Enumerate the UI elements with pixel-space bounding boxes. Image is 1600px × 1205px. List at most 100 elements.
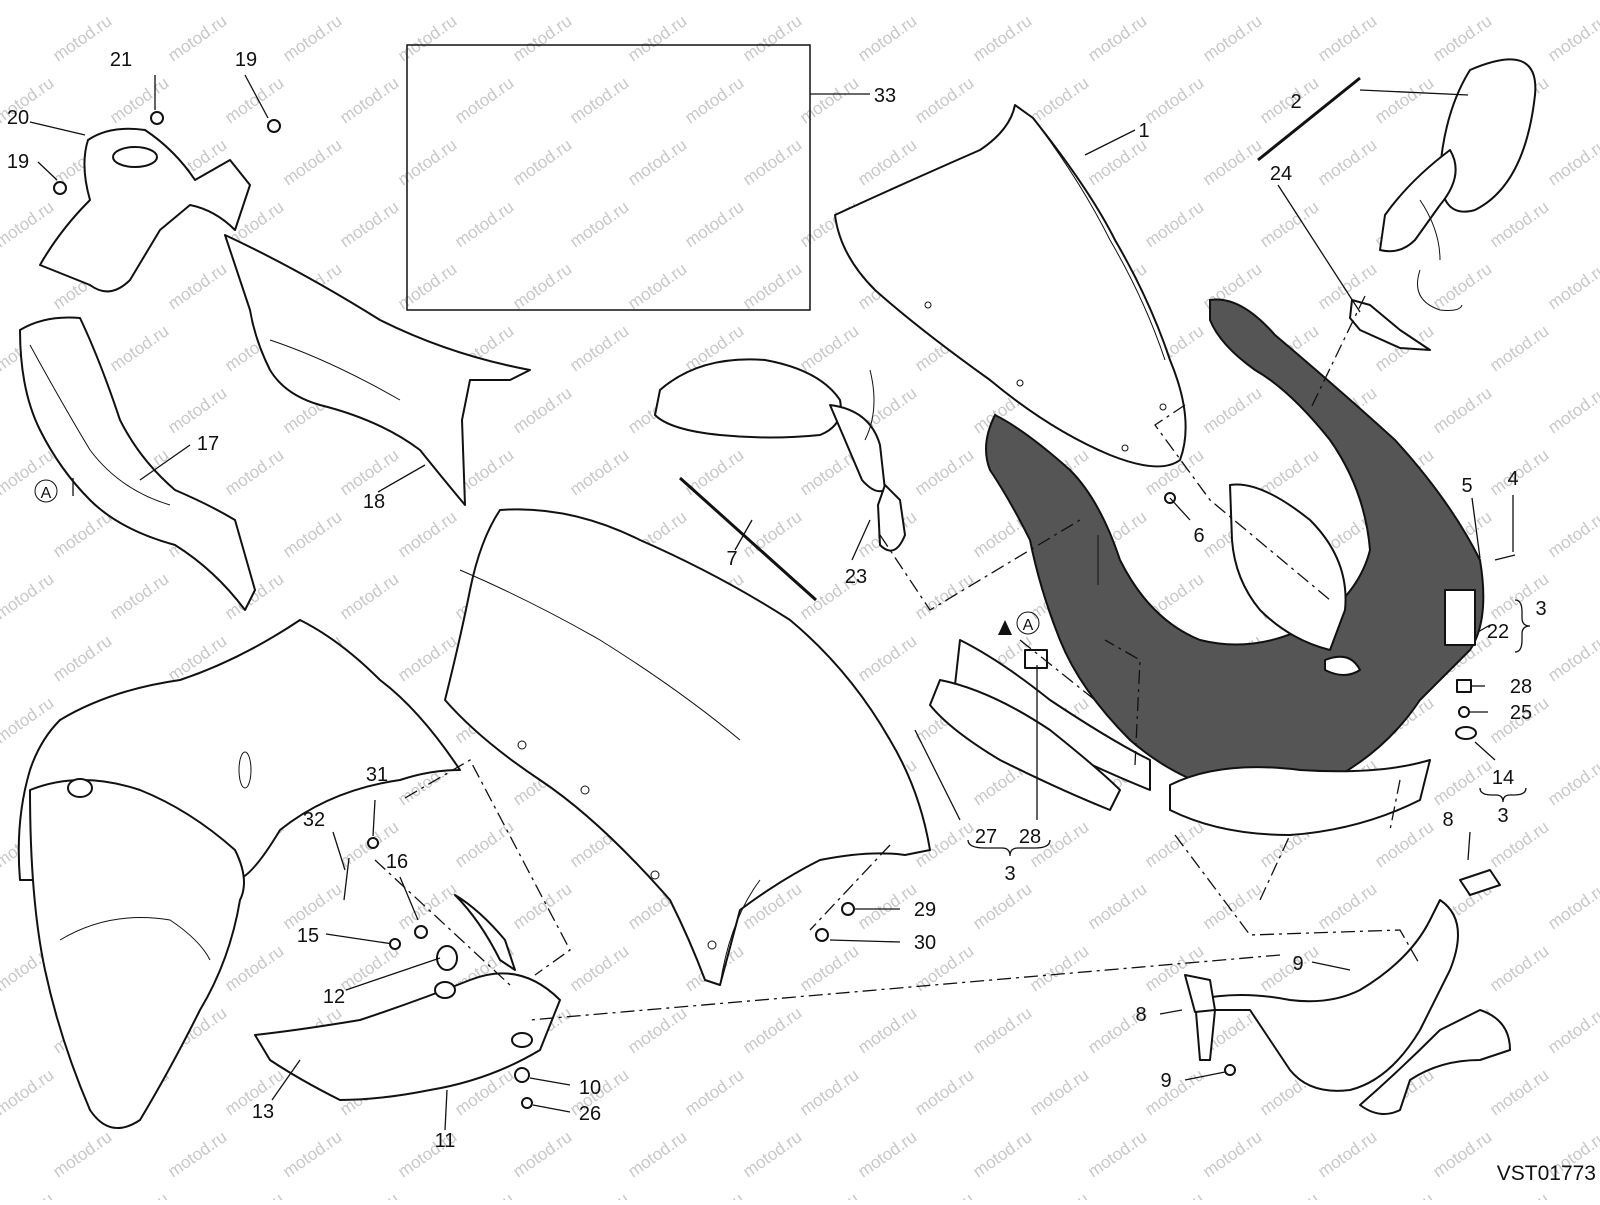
watermark-text: motod.ru (624, 1127, 690, 1181)
watermark-text: motod.ru (1314, 1127, 1380, 1181)
watermark-text: motod.ru (969, 1003, 1035, 1057)
watermark-text: motod.ru (566, 445, 632, 499)
watermark-text: motod.ru (1199, 1127, 1265, 1181)
watermark-text: motod.ru (566, 1189, 632, 1200)
watermark-text: motod.ru (49, 11, 115, 65)
callout-3-lower: 3 (1497, 805, 1508, 827)
callout-7: 7 (726, 548, 737, 570)
watermark-text: motod.ru (1026, 1065, 1092, 1119)
callout-27: 27 (975, 826, 997, 848)
callout-16: 16 (386, 851, 408, 873)
watermark-text: motod.ru (796, 0, 862, 3)
watermark-text: motod.ru (509, 879, 575, 933)
watermark-text: motod.ru (221, 445, 287, 499)
watermark-text: motod.ru (509, 383, 575, 437)
watermark-text: motod.ru (221, 73, 287, 127)
watermark-text: motod.ru (1314, 11, 1380, 65)
watermark-text: motod.ru (1084, 11, 1150, 65)
callout-9-upper: 9 (1292, 953, 1303, 975)
callout-29: 29 (914, 899, 936, 921)
watermark-text: motod.ru (1199, 11, 1265, 65)
watermark-text: motod.ru (1486, 941, 1552, 995)
watermark-text: motod.ru (624, 11, 690, 65)
watermark-text: motod.ru (1084, 135, 1150, 189)
watermark-text: motod.ru (451, 817, 517, 871)
watermark-text: motod.ru (1544, 755, 1600, 809)
watermark-text: motod.ru (394, 507, 460, 561)
screw-part-4 (1495, 555, 1515, 560)
watermark-text: motod.ru (911, 1065, 977, 1119)
drawing-code: VST01773 (1497, 1162, 1596, 1185)
watermark-text: motod.ru (739, 11, 805, 65)
watermark-text: motod.ru (1429, 755, 1495, 809)
watermark-text: motod.ru (1256, 1189, 1322, 1200)
screw-part-15 (390, 939, 400, 949)
callout-3-right: 3 (1535, 598, 1546, 620)
watermark-text: motod.ru (451, 0, 517, 3)
watermark-text: motod.ru (796, 321, 862, 375)
watermark-text: motod.ru (451, 73, 517, 127)
callout-19-top: 19 (235, 49, 257, 71)
screw-part-19-left (54, 182, 66, 194)
watermark-text: motod.ru (969, 879, 1035, 933)
watermark-text: motod.ru (681, 1189, 747, 1200)
watermark-text: motod.ru (911, 73, 977, 127)
watermark-text: motod.ru (49, 1127, 115, 1181)
watermark-text: motod.ru (566, 941, 632, 995)
watermark-text: motod.ru (0, 1189, 57, 1200)
watermark-text: motod.ru (394, 135, 460, 189)
watermark-text: motod.ru (1141, 1189, 1207, 1200)
callout-1: 1 (1138, 120, 1149, 142)
mirror-bracket-part-24 (1350, 300, 1430, 350)
watermark-text: motod.ru (164, 11, 230, 65)
callout-22: 22 (1487, 621, 1509, 643)
callout-28-right: 28 (1510, 676, 1532, 698)
watermark-text: motod.ru (566, 197, 632, 251)
screw-part-26 (522, 1098, 532, 1108)
leader-10 (530, 1078, 570, 1085)
marker-a-arrow-right (998, 620, 1012, 635)
callout-11: 11 (435, 1130, 456, 1152)
watermark-text: motod.ru (394, 259, 460, 313)
watermark-text: motod.ru (566, 321, 632, 375)
callout-32: 32 (303, 809, 325, 831)
watermark-text: motod.ru (854, 879, 920, 933)
leader-8-right (1468, 832, 1470, 860)
leader-30 (830, 940, 900, 942)
callout-2: 2 (1290, 91, 1301, 113)
watermark-text: motod.ru (106, 569, 172, 623)
marker-a-right: A (1023, 617, 1034, 634)
callout-19-left: 19 (7, 151, 29, 173)
watermark-text: motod.ru (0, 0, 57, 3)
watermark-text: motod.ru (49, 631, 115, 685)
watermark-text: motod.ru (566, 0, 632, 3)
callout-4: 4 (1507, 468, 1518, 490)
watermark-text: motod.ru (164, 1127, 230, 1181)
watermark-text: motod.ru (796, 1189, 862, 1200)
watermark-text: motod.ru (1544, 1003, 1600, 1057)
watermark-text: motod.ru (336, 569, 402, 623)
watermark-text: motod.ru (0, 197, 57, 251)
watermark-text: motod.ru (1084, 1127, 1150, 1181)
washer-part-16 (415, 926, 427, 938)
watermark-text: motod.ru (739, 1127, 805, 1181)
watermark-text: motod.ru (739, 1003, 805, 1057)
watermark-text: motod.ru (336, 0, 402, 3)
watermark-text: motod.ru (1314, 879, 1380, 933)
callout-25: 25 (1510, 702, 1532, 724)
watermark-text: motod.ru (279, 507, 345, 561)
callout-9-lower: 9 (1160, 1070, 1171, 1092)
watermark-text: motod.ru (681, 1065, 747, 1119)
watermark-text: motod.ru (854, 11, 920, 65)
callout-10: 10 (579, 1077, 601, 1099)
watermark-text: motod.ru (1429, 1127, 1495, 1181)
watermark-text: motod.ru (624, 135, 690, 189)
watermark-text: motod.ru (1141, 197, 1207, 251)
callout-18: 18 (363, 491, 385, 513)
watermark-text: motod.ru (279, 135, 345, 189)
watermark-text: motod.ru (854, 1127, 920, 1181)
watermark-text: motod.ru (796, 941, 862, 995)
watermark-text: motod.ru (1486, 1189, 1552, 1200)
watermark-text: motod.ru (566, 73, 632, 127)
